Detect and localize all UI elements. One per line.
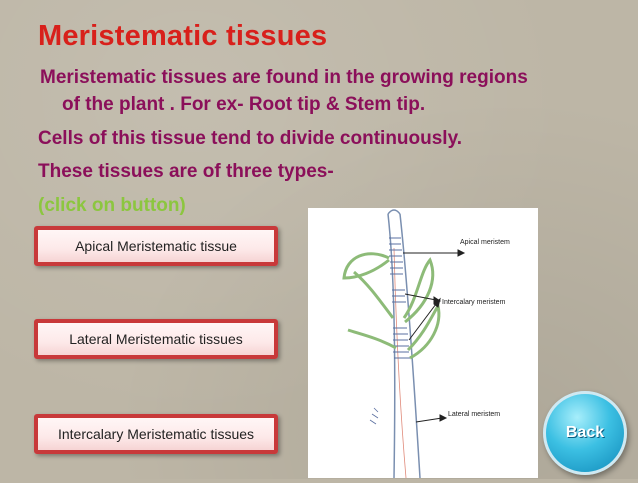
body-line-3: Cells of this tissue tend to divide cont… [38,128,463,149]
lateral-meristem-label: Lateral meristem [448,411,500,418]
body-line-1: Meristematic tissues are found in the gr… [40,67,528,88]
body-line-2: of the plant . For ex- Root tip & Stem t… [62,94,426,115]
lateral-meristematic-button[interactable]: Lateral Meristematic tissues [34,319,278,359]
meristem-diagram: Apical meristem Intercalary meristem Lat… [308,208,538,479]
click-hint: (click on button) [38,195,186,216]
back-button-label: Back [565,424,605,441]
intercalary-meristem-label: Intercalary meristem [442,299,506,306]
slide-title: Meristematic tissues [38,20,328,52]
apical-meristematic-button[interactable]: Apical Meristematic tissue [34,226,278,266]
apical-button-label: Apical Meristematic tissue [75,238,237,254]
back-button[interactable]: Back [543,391,627,475]
apical-meristem-label: Apical meristem [460,239,510,246]
intercalary-button-label: Intercalary Meristematic tissues [57,426,255,442]
lateral-button-label: Lateral Meristematic tissues [69,331,243,347]
body-line-4: These tissues are of three types- [38,161,334,182]
plant-stem-illustration: Apical meristem Intercalary meristem Lat… [342,209,510,479]
intercalary-meristematic-button[interactable]: Intercalary Meristematic tissues [34,414,278,454]
